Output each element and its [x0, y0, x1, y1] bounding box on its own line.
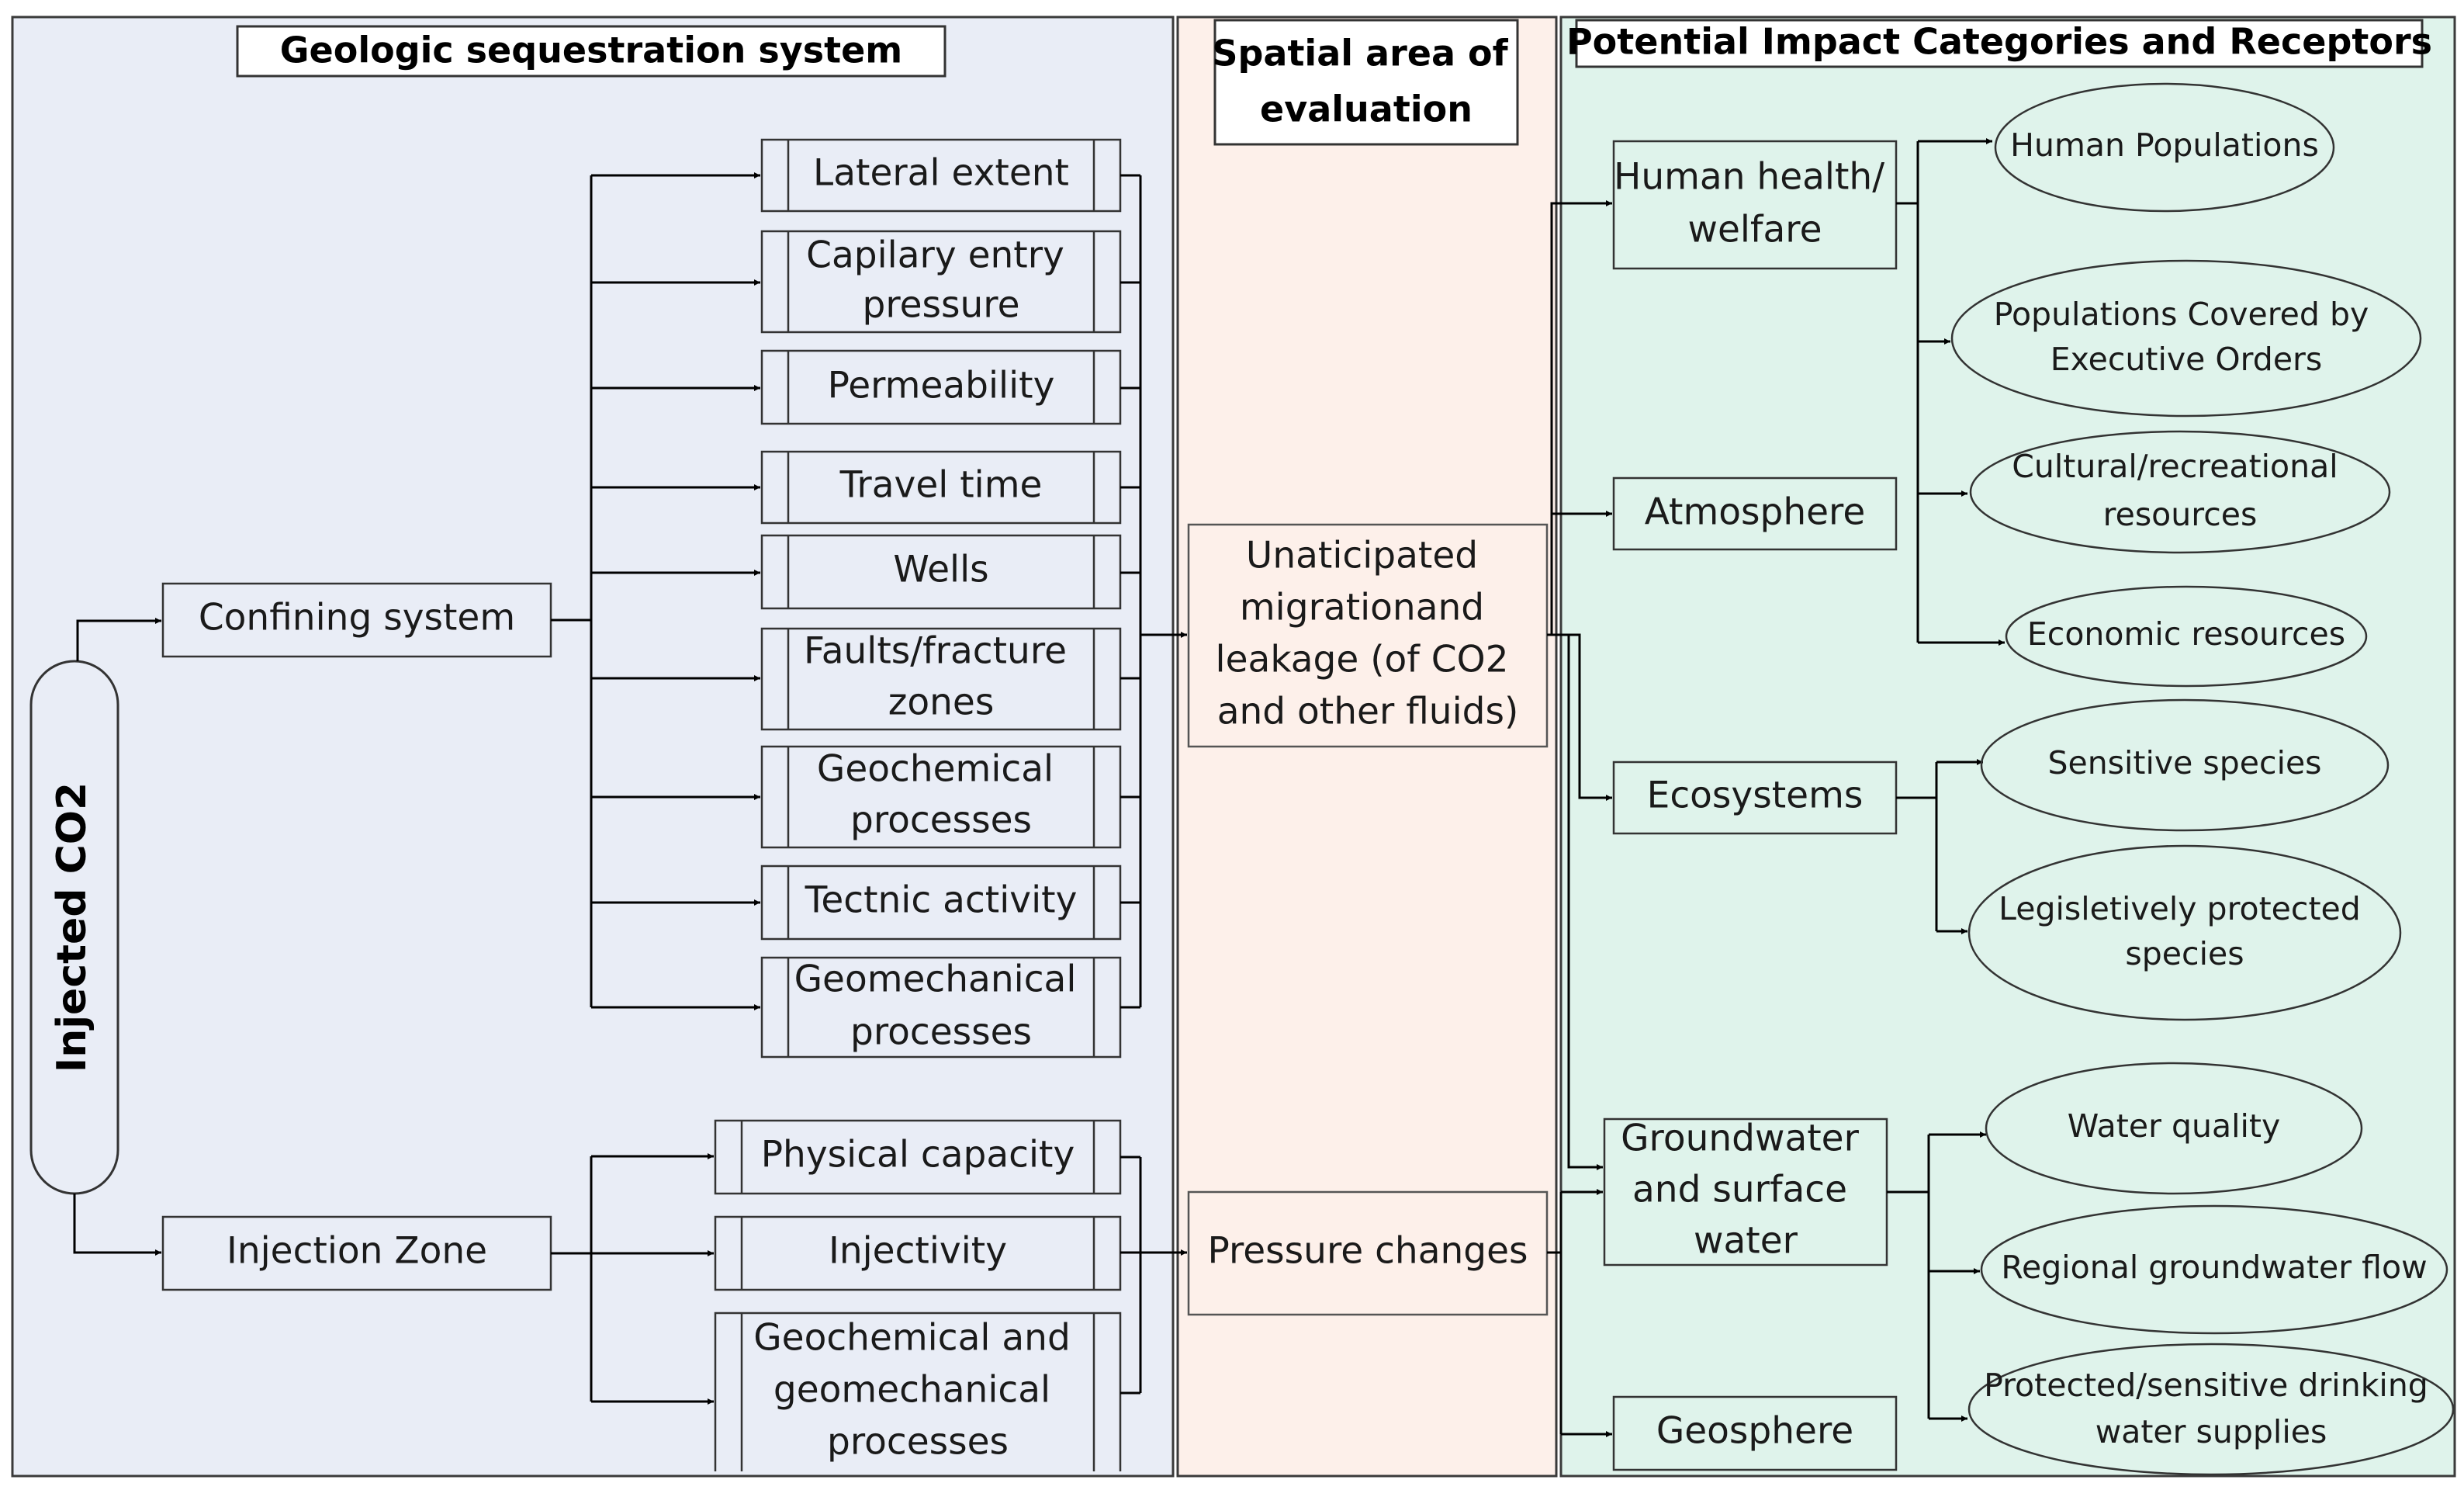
receptor-regional-label: Regional groundwater flow — [2001, 1249, 2427, 1286]
svg-text:Populations Covered by Exe: Populations Covered by Executive Orders — [1994, 287, 2379, 378]
factor-geomechanical-processes: Geomechanical processes — [760, 948, 1122, 1059]
spatial-header-box — [1213, 19, 1519, 146]
receptor-drinking-line-2: water supplies — [2095, 1413, 2327, 1450]
factor-injectivity-label: Injectivity — [829, 1230, 1007, 1273]
receptor-regional-groundwater — [1980, 1204, 2448, 1335]
factor-wells: Wells — [760, 534, 1122, 610]
receptor-executive-orders-line-2: Executive Orders — [2050, 341, 2323, 378]
svg-text:Protected/sensitive drinking: Protected/sensitive drinking water suppl… — [1984, 1358, 2438, 1450]
category-human-health-box — [1612, 140, 1898, 270]
category-human-line-1: Human health/ — [1614, 156, 1884, 199]
geologic-header: Geologic sequestration system — [280, 29, 902, 71]
category-water-line-2: and surface — [1632, 1169, 1847, 1211]
svg-text:Groundwater and surface: Groundwater and surface water — [1621, 1107, 1870, 1263]
svg-text:Human health/ welfare: Human health/ welfare — [1614, 146, 1896, 251]
receptor-human-populations — [1994, 82, 2335, 213]
factor-permeability: Permeability — [760, 349, 1122, 425]
factor-geochemical-line-2: processes — [850, 799, 1032, 842]
receptor-executive-orders-line-1: Populations Covered by — [1994, 296, 2369, 333]
receptor-legis-line-1: Legisletively protected — [1999, 890, 2361, 927]
factor-geomechanical-line-1: Geomechanical — [794, 958, 1077, 1001]
factor-geomechanical-line-2: processes — [850, 1011, 1032, 1054]
spatial-header-line-1: Spatial area of — [1212, 33, 1508, 74]
confining-system-label: Confining system — [199, 597, 515, 639]
factor-lateral-extent: Lateral extent — [760, 138, 1122, 213]
factor-tectonic-activity: Tectnic activity — [760, 865, 1122, 941]
migration-line-1: Unaticipated — [1246, 535, 1478, 577]
receptor-legis-line-2: species — [2125, 935, 2244, 972]
receptor-sensitive-species — [1980, 698, 2390, 832]
spatial-header: Spatial area of evaluation — [1212, 23, 1520, 130]
spatial-header-line-2: evaluation — [1260, 88, 1473, 130]
factor-permeability-label: Permeability — [828, 365, 1055, 407]
factor-lateral-extent-label: Lateral extent — [813, 152, 1069, 195]
migration-line-3: leakage (of CO2 — [1216, 639, 1509, 681]
factor-injectivity: Injectivity — [714, 1215, 1122, 1291]
factor-capillary-line-1: Capilary entry — [806, 234, 1064, 277]
pressure-changes-label: Pressure changes — [1207, 1230, 1528, 1273]
svg-text:Legisletively protected sp: Legisletively protected species — [1999, 882, 2371, 972]
receptor-executive-orders — [1950, 259, 2422, 418]
factor-physical-capacity-label: Physical capacity — [761, 1134, 1075, 1176]
injection-zone-label: Injection Zone — [227, 1230, 487, 1273]
receptor-cultural-line-1: Cultural/recreational — [2012, 448, 2338, 485]
receptor-water-quality — [1985, 1062, 2363, 1195]
receptor-drinking-water — [1967, 1343, 2455, 1476]
category-atmosphere-box — [1612, 476, 1898, 551]
category-ecosystems-label: Ecosystems — [1647, 774, 1864, 817]
factor-travel-time-label: Travel time — [839, 464, 1043, 507]
factor-wells-label: Wells — [893, 549, 988, 591]
factor-faults-line-2: zones — [888, 681, 995, 724]
factor-geochem-geomech-line-3: processes — [827, 1421, 1009, 1464]
factor-geochem-geomech-line-1: Geochemical and — [753, 1317, 1071, 1360]
injected-co2-label: Injected CO2 — [49, 782, 95, 1072]
receptor-drinking-line-1: Protected/sensitive drinking — [1984, 1367, 2428, 1404]
receptor-cultural-line-2: resources — [2103, 496, 2258, 533]
factor-faults-fracture-zones: Faults/fracture zones — [760, 620, 1122, 731]
receptor-economic-label: Economic resources — [2027, 615, 2345, 653]
receptor-sensitive-label: Sensitive species — [2047, 744, 2321, 781]
factor-geochem-geomech-line-2: geomechanical — [773, 1369, 1050, 1412]
receptor-legislatively-protected — [1967, 844, 2402, 1021]
svg-text:Faults/fracture zones: Faults/fracture zones — [804, 620, 1078, 724]
svg-text:Cultural/recreational reso: Cultural/recreational resources — [2012, 439, 2348, 533]
factor-capillary-entry-pressure: Capilary entry pressure — [760, 224, 1122, 334]
factor-tectonic-activity-label: Tectnic activity — [805, 879, 1078, 922]
factor-faults-line-1: Faults/fracture — [804, 630, 1067, 673]
svg-text:Geochemical and geomecha: Geochemical and geomechanical processes — [753, 1307, 1082, 1464]
migration-line-4: and other fluids) — [1217, 691, 1519, 733]
category-geosphere-label: Geosphere — [1656, 1410, 1853, 1453]
migration-line-2: migrationand — [1240, 587, 1484, 629]
factor-travel-time: Travel time — [760, 450, 1122, 525]
factor-geochem-geomech-processes: Geochemical and geomechanical processes — [714, 1307, 1122, 1471]
category-atmosphere-label: Atmosphere — [1645, 491, 1866, 534]
impact-header-box — [1575, 19, 2424, 68]
impact-header: Potential Impact Categories and Receptor… — [1566, 21, 2432, 63]
receptor-water-quality-label: Water quality — [2068, 1107, 2281, 1145]
category-water-line-1: Groundwater — [1621, 1118, 1859, 1160]
receptor-human-populations-label: Human Populations — [2010, 126, 2319, 164]
impact-panel — [1559, 16, 2456, 1478]
geologic-header-box — [236, 25, 946, 78]
factor-geochemical-line-1: Geochemical — [817, 748, 1054, 791]
factor-geochemical-processes: Geochemical processes — [760, 738, 1122, 849]
category-water-line-3: water — [1694, 1220, 1798, 1263]
receptor-economic-resources — [2005, 585, 2368, 688]
svg-text:Geochemical processes: Geochemical processes — [817, 738, 1065, 842]
category-geosphere-box — [1612, 1395, 1898, 1471]
svg-text:Geomechanical processes: Geomechanical processes — [794, 948, 1088, 1054]
receptor-cultural-resources — [1969, 430, 2391, 554]
category-human-line-2: welfare — [1688, 209, 1822, 251]
svg-text:Unaticipated migrationand: Unaticipated migrationand leakage (of CO… — [1216, 525, 1521, 733]
svg-text:Capilary entry pressure: Capilary entry pressure — [806, 224, 1076, 327]
factor-capillary-line-2: pressure — [862, 284, 1019, 327]
